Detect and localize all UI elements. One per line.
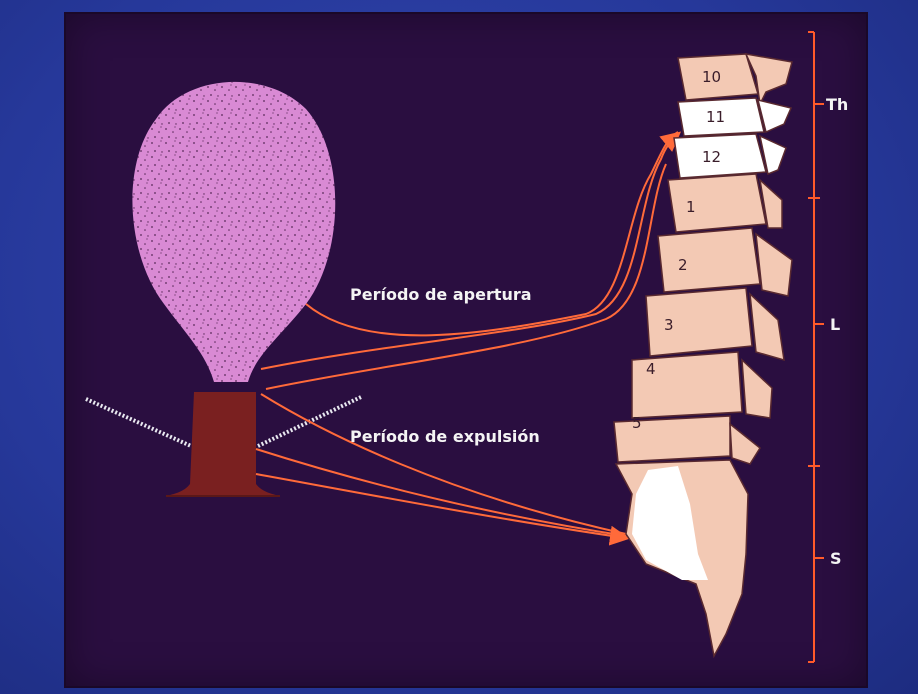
region-bracket [808,32,824,662]
innervation-diagram: 10 11 12 1 2 3 4 5 Th L S [66,14,866,686]
vertebra-label: 3 [664,316,674,334]
region-label-thoracic: Th [826,95,848,114]
vertebra-label: 10 [702,68,721,86]
region-label-sacral: S [830,549,842,568]
diagram-screen: 10 11 12 1 2 3 4 5 Th L S [66,14,866,686]
vertebra-L3 [646,288,752,356]
vertebra-label: 4 [646,360,656,378]
vertebra-label: 2 [678,256,688,274]
label-expulsion: Período de expulsión [350,427,540,446]
expulsion-pathways [256,394,626,538]
label-apertura: Período de apertura [350,285,532,304]
vertebra-label: 5 [632,414,642,432]
region-label-lumbar: L [830,315,840,334]
vertebra-label: 12 [702,148,721,166]
vertebra-label: 11 [706,108,725,126]
spine [614,54,792,656]
vertebra-L1 [668,174,766,232]
vertebra-L2 [658,228,760,292]
vertebra-label: 1 [686,198,696,216]
